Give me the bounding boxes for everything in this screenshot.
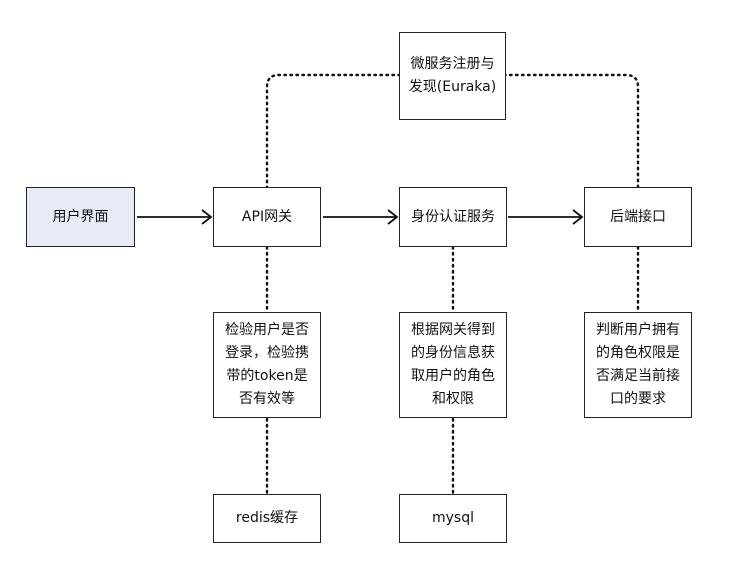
backend-api-node: 后端接口 <box>584 187 692 247</box>
backend-note-label: 判断用户拥有 的角色权限是 否满足当前接 口的要求 <box>596 322 680 407</box>
backend-api-label: 后端接口 <box>610 208 666 225</box>
auth-to-backend-arrowhead <box>572 209 584 225</box>
registry-to-backend-connector <box>502 73 640 189</box>
redis-label: redis缓存 <box>235 510 299 526</box>
service-registry-node: 微服务注册与 发现(Euraka) <box>399 32 506 120</box>
auth-note-node: 根据网关得到 的身份信息获 取用户的角色 和权限 <box>399 312 507 418</box>
user-ui-label: 用户界面 <box>52 208 109 225</box>
api-gateway-label: API网关 <box>241 208 293 225</box>
backend-note-node: 判断用户拥有 的角色权限是 否满足当前接 口的要求 <box>584 312 692 418</box>
user-ui-node: 用户界面 <box>26 187 135 247</box>
registry-to-gateway-connector <box>265 73 402 189</box>
redis-node: redis缓存 <box>213 494 321 543</box>
gateway-to-auth-arrowhead <box>387 209 399 225</box>
auth-service-label: 身份认证服务 <box>411 208 495 225</box>
ui-to-gateway-arrowhead <box>201 209 213 225</box>
auth-service-node: 身份认证服务 <box>399 187 507 247</box>
mysql-label: mysql <box>432 510 474 526</box>
service-registry-label: 微服务注册与 发现(Euraka) <box>408 56 497 95</box>
gateway-note-node: 检验用户是否 登录，检验携 带的token是 否有效等 <box>213 312 321 418</box>
mysql-node: mysql <box>399 494 507 543</box>
gateway-note-label: 检验用户是否 登录，检验携 带的token是 否有效等 <box>225 322 309 407</box>
auth-note-label: 根据网关得到 的身份信息获 取用户的角色 和权限 <box>411 322 495 407</box>
api-gateway-node: API网关 <box>213 187 321 247</box>
